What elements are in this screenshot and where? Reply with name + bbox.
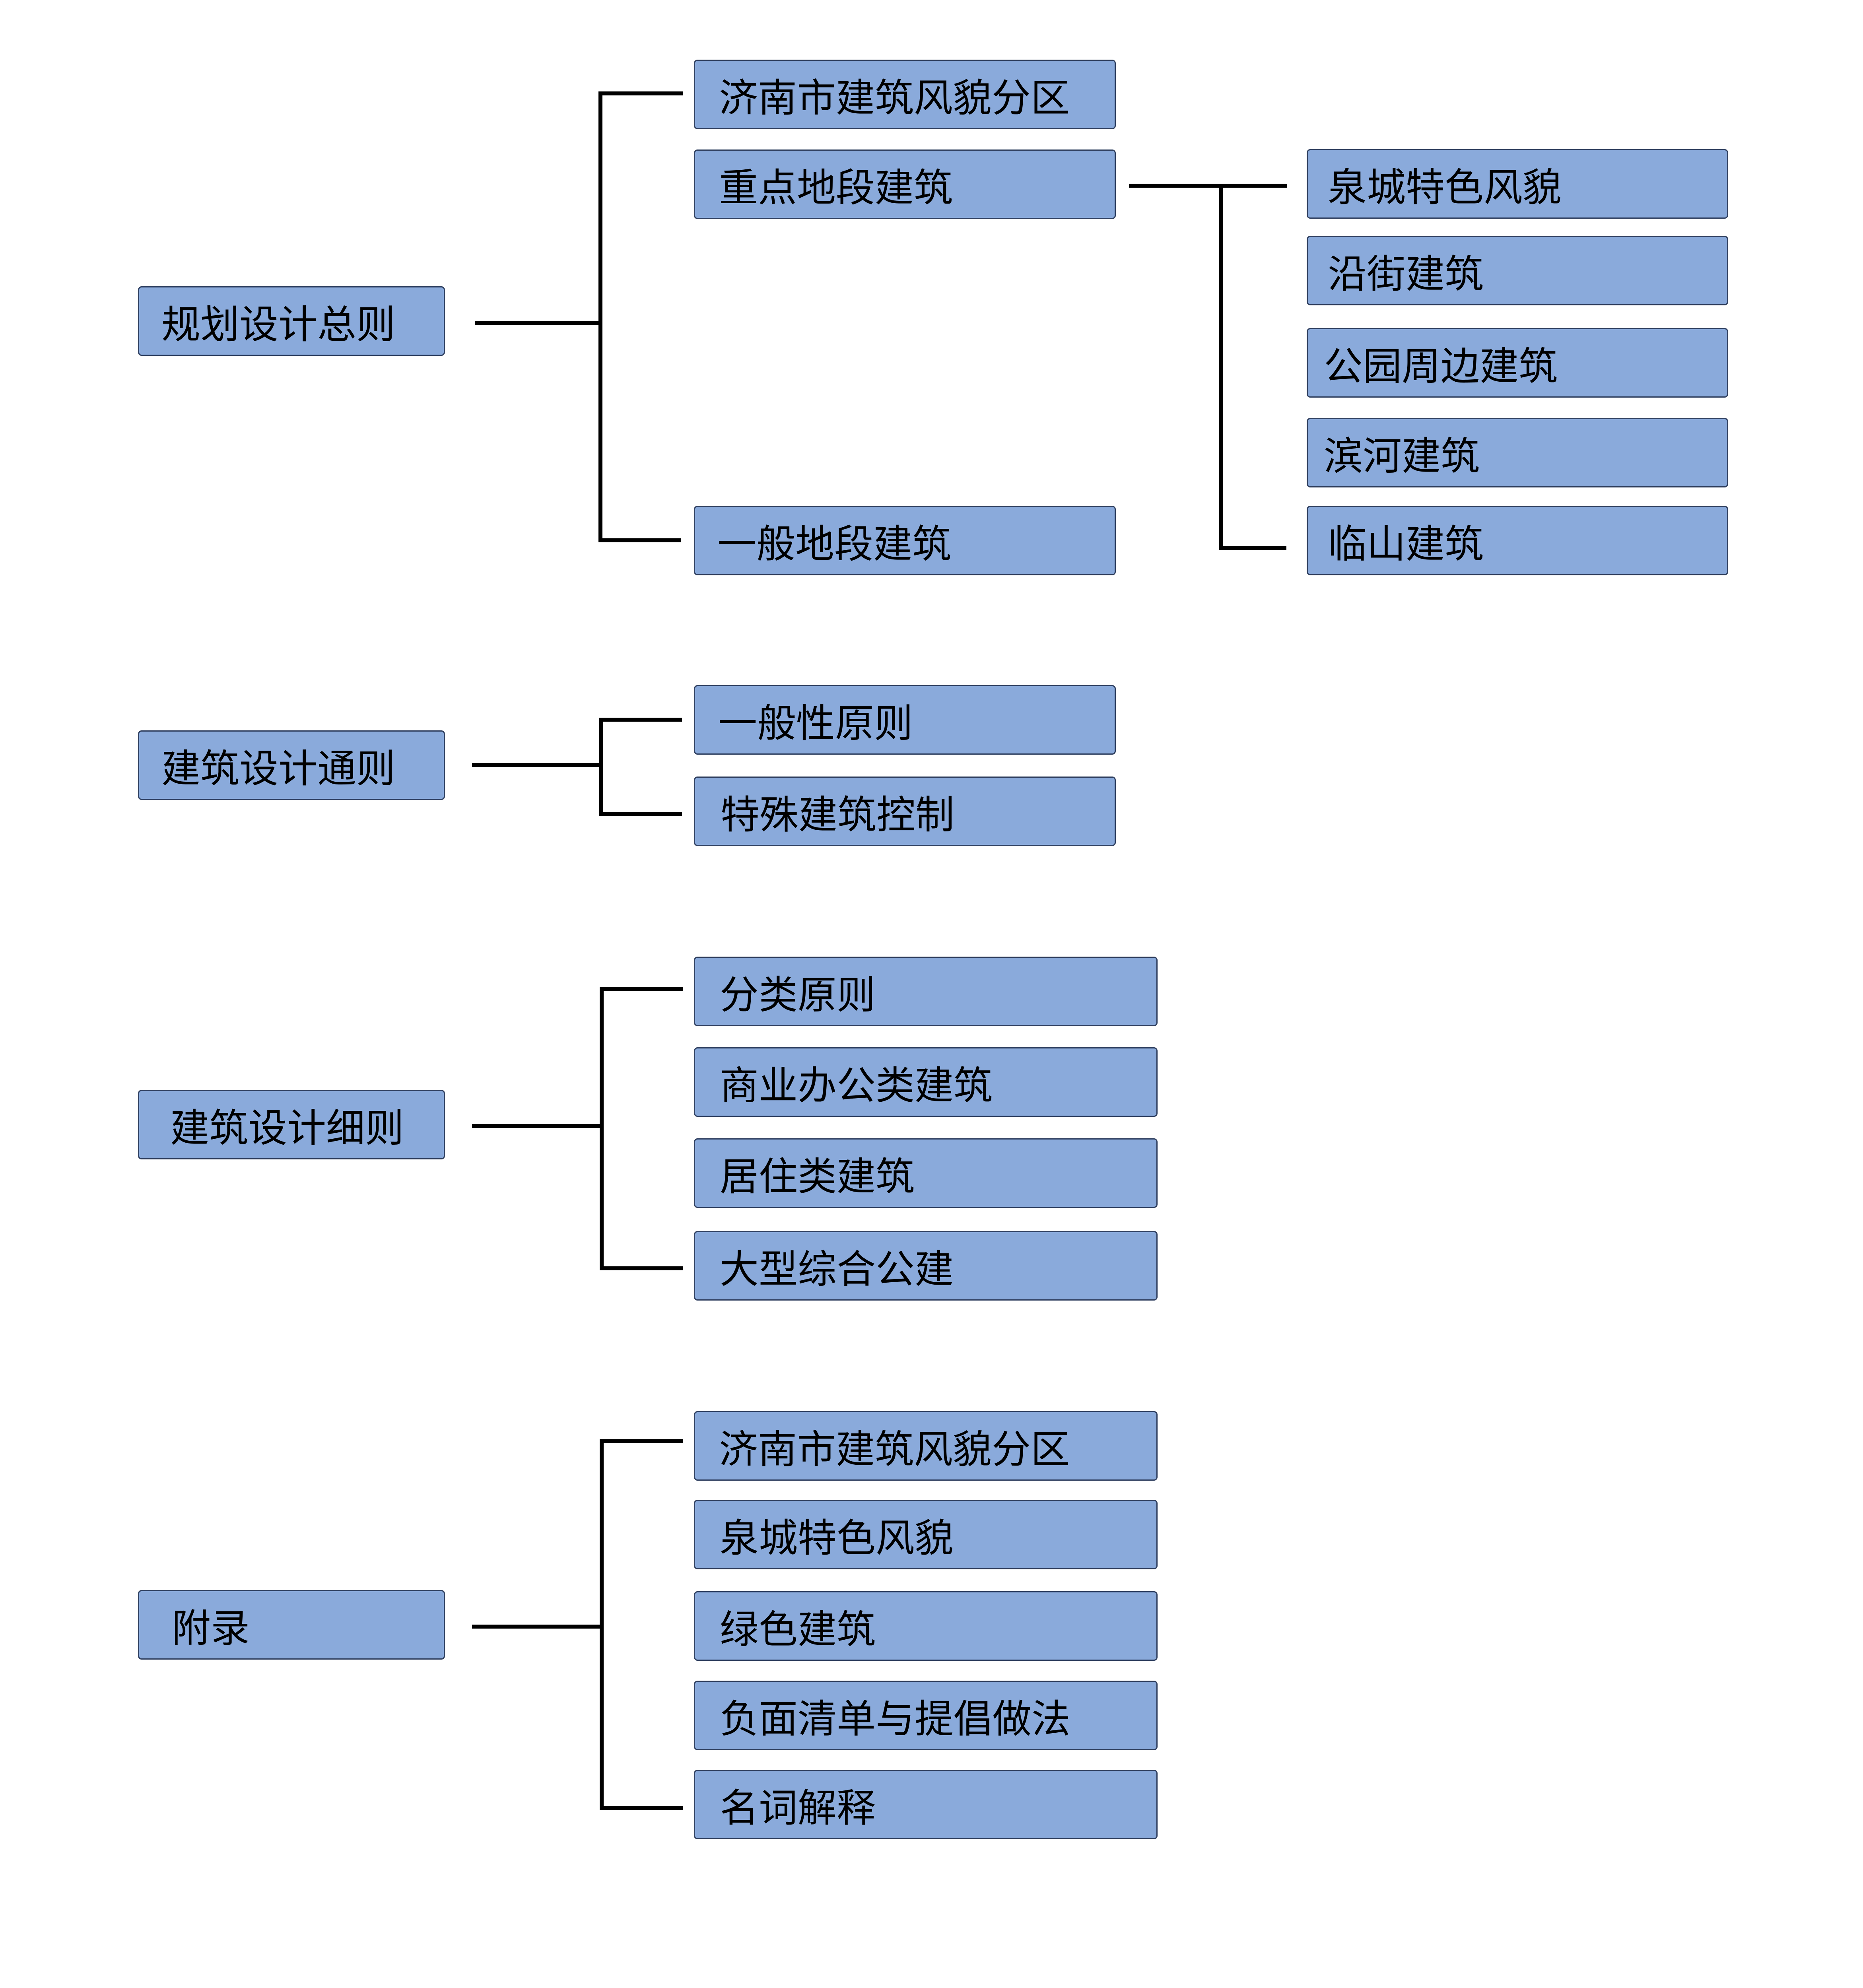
- child-node: 商业办公类建筑: [694, 1047, 1158, 1117]
- node-label: 名词解释: [720, 1785, 876, 1831]
- node-label: 滨河建筑: [1324, 433, 1480, 479]
- child-node: 绿色建筑: [694, 1591, 1158, 1661]
- root-node-planning-principles: 规划设计总则: [138, 286, 445, 356]
- child-node: 一般性原则: [694, 685, 1116, 755]
- child-node: 济南市建筑风貌分区: [694, 60, 1116, 129]
- node-label: 临山建筑: [1328, 521, 1484, 567]
- child-node: 一般地段建筑: [694, 506, 1116, 575]
- child-node: 重点地段建筑: [694, 149, 1116, 219]
- node-label: 济南市建筑风貌分区: [719, 75, 1070, 121]
- child-node: 居住类建筑: [694, 1138, 1158, 1208]
- node-label: 负面清单与提倡做法: [720, 1696, 1071, 1742]
- child-node: 特殊建筑控制: [694, 777, 1116, 846]
- child-node: 名词解释: [694, 1770, 1158, 1839]
- node-label: 泉城特色风貌: [720, 1515, 954, 1561]
- root-node-detailed-rules: 建筑设计细则: [138, 1090, 445, 1159]
- node-label: 重点地段建筑: [719, 165, 953, 211]
- node-label: 沿街建筑: [1328, 251, 1484, 297]
- child-node: 负面清单与提倡做法: [694, 1681, 1158, 1750]
- child-node: 分类原则: [694, 957, 1158, 1026]
- child-node: 泉城特色风貌: [694, 1500, 1158, 1569]
- node-label: 建筑设计通则: [161, 746, 396, 792]
- grandchild-node: 沿街建筑: [1307, 236, 1728, 305]
- grandchild-node: 滨河建筑: [1307, 418, 1728, 487]
- node-label: 规划设计总则: [161, 302, 396, 348]
- grandchild-node: 泉城特色风貌: [1307, 149, 1728, 219]
- node-label: 一般地段建筑: [717, 521, 952, 567]
- grandchild-node: 临山建筑: [1307, 506, 1728, 575]
- root-node-appendix: 附录: [138, 1590, 445, 1660]
- child-node: 大型综合公建: [694, 1231, 1158, 1301]
- grandchild-node: 公园周边建筑: [1307, 328, 1728, 398]
- root-node-general-rules: 建筑设计通则: [138, 730, 445, 800]
- node-label: 分类原则: [720, 972, 876, 1018]
- node-label: 公园周边建筑: [1324, 344, 1558, 389]
- node-label: 绿色建筑: [720, 1607, 876, 1652]
- node-label: 一般性原则: [718, 701, 913, 746]
- child-node: 济南市建筑风貌分区: [694, 1411, 1158, 1481]
- node-label: 商业办公类建筑: [720, 1063, 993, 1109]
- node-label: 泉城特色风貌: [1328, 165, 1562, 210]
- node-label: 建筑设计细则: [170, 1105, 404, 1151]
- node-label: 大型综合公建: [720, 1246, 954, 1292]
- node-label: 附录: [172, 1606, 250, 1651]
- node-label: 特殊建筑控制: [721, 792, 955, 838]
- node-label: 居住类建筑: [720, 1154, 915, 1200]
- node-label: 济南市建筑风貌分区: [719, 1427, 1070, 1472]
